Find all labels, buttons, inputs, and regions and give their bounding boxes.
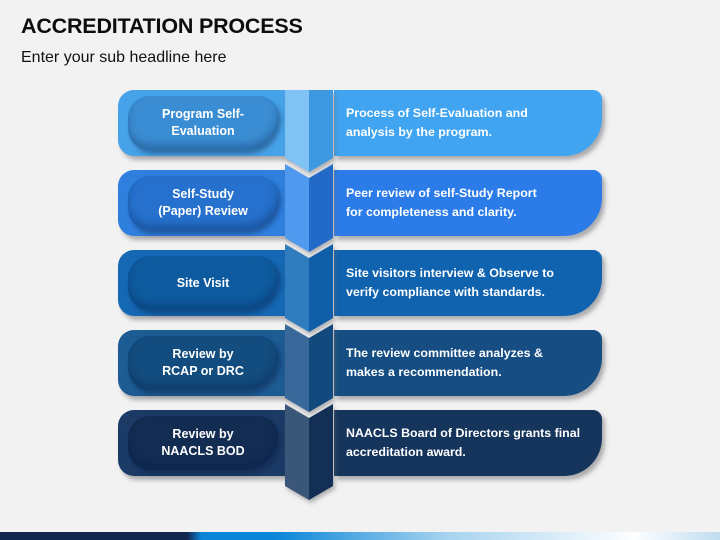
step-label-pill: Program Self- Evaluation (128, 96, 278, 150)
step-label-line: RCAP or DRC (162, 364, 244, 378)
slide-title: ACCREDITATION PROCESS (21, 14, 303, 38)
slide-subtitle: Enter your sub headline here (21, 49, 227, 66)
step-description-line: NAACLS Board of Directors grants final (346, 426, 581, 440)
step-description-line: makes a recommendation. (346, 365, 502, 379)
step-label-line: NAACLS BOD (161, 444, 245, 458)
process-step-5: Review by NAACLS BOD NAACLS Board of Dir… (0, 410, 720, 476)
chevron-spine-segment (285, 244, 333, 332)
step-description-line: Process of Self-Evaluation and (346, 106, 528, 120)
step-description-line: verify compliance with standards. (346, 285, 546, 299)
step-description-line: Site visitors interview & Observe to (346, 266, 554, 280)
footer-accent-bar (0, 532, 720, 540)
step-description-line: analysis by the program. (346, 125, 492, 139)
chevron-spine-segment (285, 164, 333, 252)
step-description-box: Site visitors interview & Observe to ver… (334, 250, 602, 316)
step-description-box: The review committee analyzes & makes a … (334, 330, 602, 396)
step-label-line: Review by (172, 427, 234, 441)
process-step-3: Site Visit Site visitors interview & Obs… (0, 250, 720, 316)
step-label-pill: Site Visit (128, 256, 278, 310)
chevron-spine-segment (285, 324, 333, 412)
step-description-line: accreditation award. (346, 445, 466, 459)
step-label-line: Self-Study (172, 187, 234, 201)
step-description-box: Peer review of self-Study Report for com… (334, 170, 602, 236)
step-description-line: for completeness and clarity. (346, 205, 517, 219)
step-label-line: Program Self- (162, 107, 244, 121)
step-description-line: Peer review of self-Study Report (346, 186, 537, 200)
step-label-pill: Review by NAACLS BOD (128, 416, 278, 470)
step-description-line: The review committee analyzes & (346, 346, 543, 360)
process-step-4: Review by RCAP or DRC The review committ… (0, 330, 720, 396)
process-step-1: Program Self- Evaluation Process of Self… (0, 90, 720, 156)
chevron-spine-segment (285, 90, 333, 172)
step-description-box: Process of Self-Evaluation and analysis … (334, 90, 602, 156)
chevron-spine-segment (285, 404, 333, 500)
step-label-pill: Review by RCAP or DRC (128, 336, 278, 390)
step-description-box: NAACLS Board of Directors grants final a… (334, 410, 602, 476)
step-label-line: Review by (172, 347, 234, 361)
process-step-2: Self-Study (Paper) Review Peer review of… (0, 170, 720, 236)
step-label-line: Site Visit (176, 275, 230, 290)
step-label-pill: Self-Study (Paper) Review (128, 176, 278, 230)
step-label-line: (Paper) Review (158, 204, 248, 218)
step-label-line: Evaluation (171, 124, 235, 138)
